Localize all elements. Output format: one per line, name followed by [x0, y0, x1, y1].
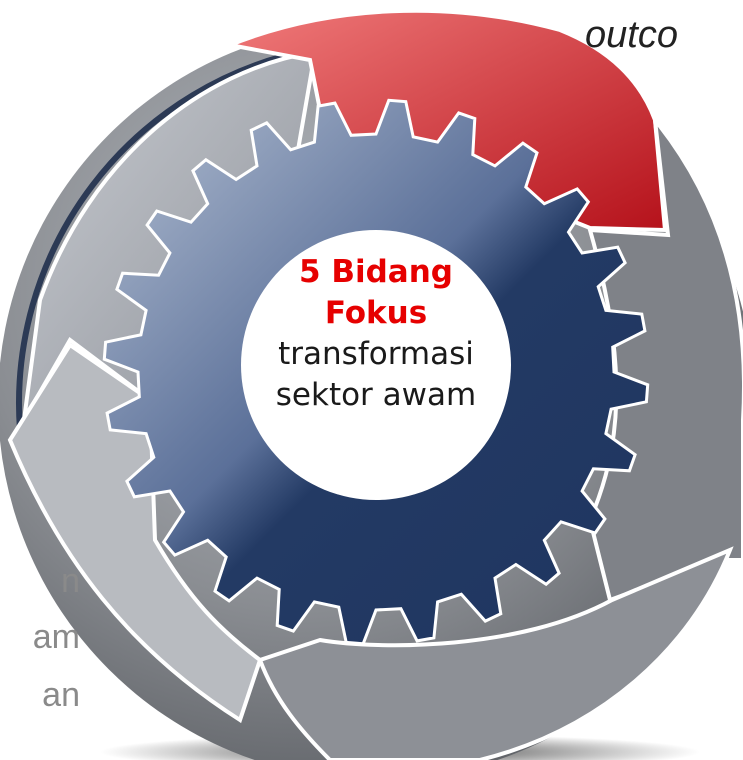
ring-edge	[16, 47, 311, 431]
center-circle	[241, 230, 511, 500]
center-subtitle-line2: sektor awam	[275, 377, 477, 413]
center-subtitle-line1: transformasi	[278, 336, 474, 372]
left-fragment-1: n	[61, 562, 80, 600]
arrow-segment-bottom	[257, 546, 734, 760]
arrow-segment-right	[587, 113, 743, 603]
center-title-line1: 5 Bidang	[299, 254, 453, 290]
top-right-label: outco	[585, 14, 678, 56]
center-label: 5 Bidang Fokus transformasi sektor awam	[238, 252, 514, 416]
left-fragment-3: an	[42, 676, 80, 714]
center-title-line2: Fokus	[324, 295, 428, 331]
left-fragment-2: am	[32, 618, 80, 656]
arrow-segment-lower-left	[7, 342, 263, 724]
